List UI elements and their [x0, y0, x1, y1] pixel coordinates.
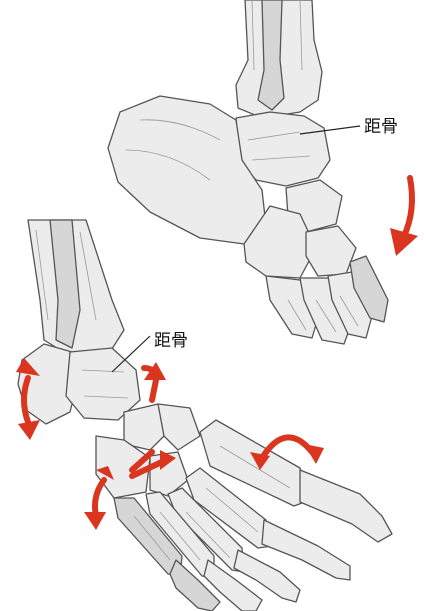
top-cuneiform — [306, 226, 356, 276]
bottom-talus — [66, 348, 140, 420]
talus-up-arrow — [144, 362, 166, 400]
top-foot-illustration: 距骨 — [108, 0, 418, 344]
bottom-talus-label: 距骨 — [154, 331, 188, 351]
bottom-toe-1 — [300, 470, 392, 542]
top-flexion-arrow — [390, 178, 418, 256]
top-talus-label: 距骨 — [364, 117, 398, 137]
bottom-cuneiform-1 — [158, 404, 200, 450]
